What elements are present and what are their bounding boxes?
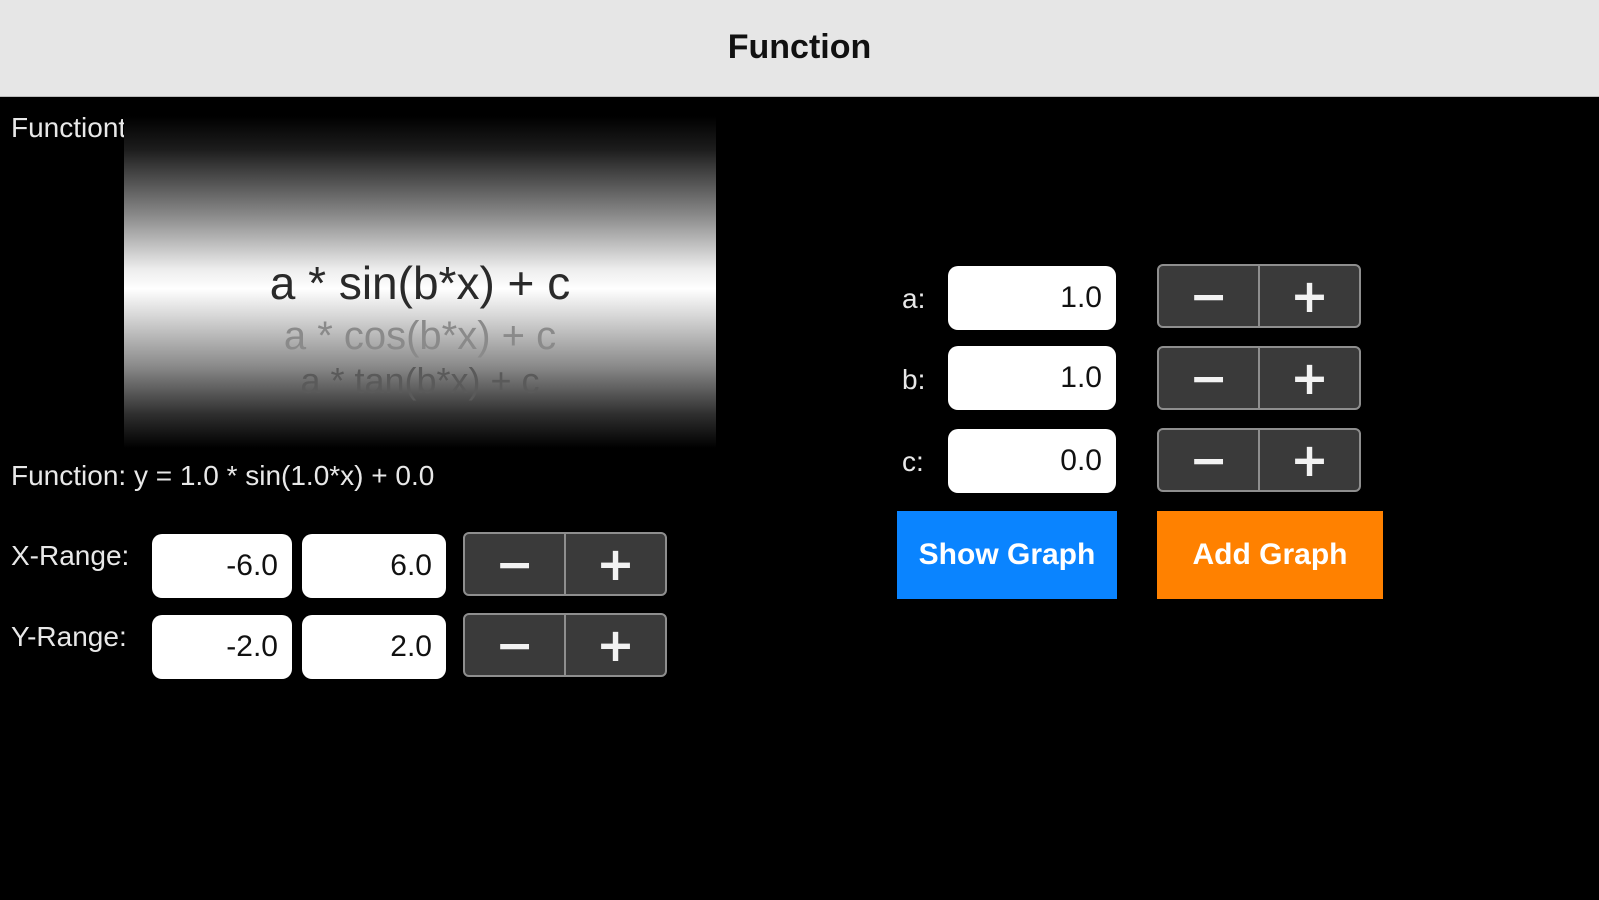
function-type-picker[interactable]: a * sin(b*x) + c a * cos(b*x) + c a * ta…	[124, 116, 716, 448]
param-a-stepper[interactable]: − +	[1157, 264, 1361, 328]
param-b-input[interactable]	[948, 346, 1116, 410]
x-range-stepper[interactable]: − +	[463, 532, 667, 596]
y-range-decrement-button[interactable]: −	[495, 618, 534, 672]
param-c-stepper[interactable]: − +	[1157, 428, 1361, 492]
x-range-max-input[interactable]	[302, 534, 446, 598]
page-title: Function	[727, 27, 872, 66]
x-range-label: X-Range:	[11, 540, 130, 571]
param-b-decrement-button[interactable]: −	[1189, 351, 1228, 405]
add-graph-button[interactable]: Add Graph	[1157, 511, 1383, 599]
param-b-label: b:	[902, 364, 926, 395]
x-range-min-input[interactable]	[152, 534, 292, 598]
x-range-increment-button[interactable]: +	[564, 534, 665, 594]
param-b-stepper[interactable]: − +	[1157, 346, 1361, 410]
param-a-increment-button[interactable]: +	[1258, 266, 1359, 326]
y-range-label: Y-Range:	[11, 621, 127, 652]
picker-option-sin[interactable]: a * sin(b*x) + c	[269, 257, 571, 309]
picker-option-tan[interactable]: a * tan(b*x) + c	[300, 360, 540, 401]
y-range-stepper[interactable]: − +	[463, 613, 667, 677]
param-b-increment-button[interactable]: +	[1258, 348, 1359, 408]
param-c-decrement-button[interactable]: −	[1189, 433, 1228, 487]
y-range-increment-button[interactable]: +	[564, 615, 665, 675]
show-graph-button[interactable]: Show Graph	[897, 511, 1117, 599]
y-range-max-input[interactable]	[302, 615, 446, 679]
picker-option-cos[interactable]: a * cos(b*x) + c	[283, 314, 557, 358]
param-c-increment-button[interactable]: +	[1258, 430, 1359, 490]
param-c-input[interactable]	[948, 429, 1116, 493]
param-a-decrement-button[interactable]: −	[1189, 269, 1228, 323]
function-display: Function: y = 1.0 * sin(1.0*x) + 0.0	[11, 460, 435, 491]
navigation-bar: Function	[0, 0, 1599, 97]
x-range-decrement-button[interactable]: −	[495, 537, 534, 591]
param-c-label: c:	[902, 446, 924, 477]
y-range-min-input[interactable]	[152, 615, 292, 679]
param-a-input[interactable]	[948, 266, 1116, 330]
param-a-label: a:	[902, 283, 926, 314]
